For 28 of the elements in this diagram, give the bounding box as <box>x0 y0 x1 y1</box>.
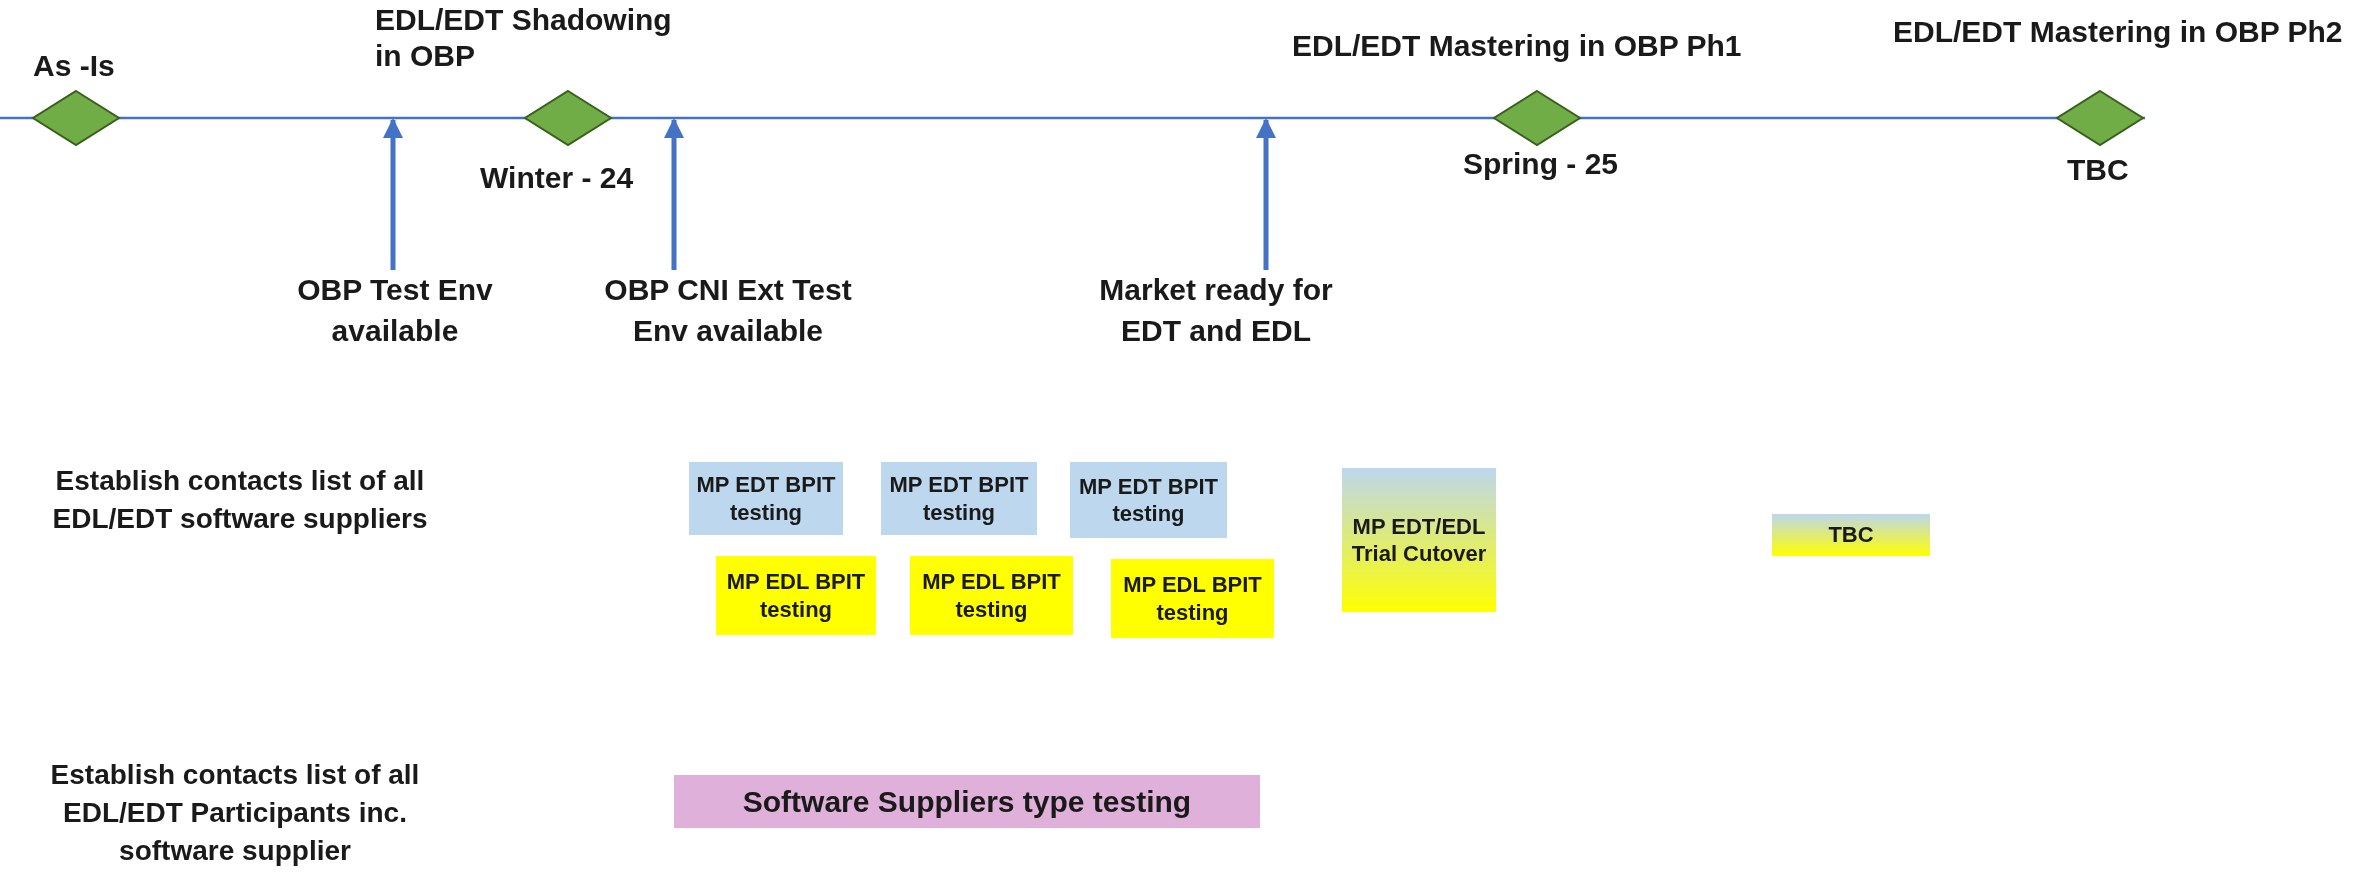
milestone-diamond <box>31 89 121 147</box>
arrow <box>383 118 403 270</box>
milestone-label: EDL/EDT Shadowing in OBP <box>375 2 673 74</box>
milestone-diamond <box>523 89 613 147</box>
row-label: Establish contacts list of all EDL/EDT Participants inc. software supplier <box>49 758 421 868</box>
milestone-diamond <box>2055 89 2145 147</box>
arrow <box>664 118 684 270</box>
task-box: MP EDT BPIT testing <box>881 462 1037 535</box>
milestone-label: TBC <box>2067 152 2129 188</box>
task-box: MP EDT/EDL Trial Cutover <box>1342 468 1496 612</box>
task-box: MP EDL BPIT testing <box>910 556 1073 635</box>
task-box: MP EDT BPIT testing <box>689 462 843 535</box>
task-box: MP EDL BPIT testing <box>716 556 876 635</box>
milestone-label: Winter - 24 <box>480 160 634 196</box>
milestone-note: OBP CNI Ext Test Env available <box>578 270 878 366</box>
arrow <box>1256 118 1276 270</box>
task-box: TBC <box>1772 514 1930 556</box>
task-bar: Software Suppliers type testing <box>674 775 1260 828</box>
milestone-label: EDL/EDT Mastering in OBP Ph2 <box>1893 14 2343 50</box>
task-box: MP EDL BPIT testing <box>1111 559 1274 638</box>
milestone-label: As -Is <box>33 48 115 84</box>
milestone-label: EDL/EDT Mastering in OBP Ph1 <box>1292 28 1742 64</box>
milestone-diamond <box>1492 89 1582 147</box>
task-box: MP EDT BPIT testing <box>1070 462 1227 538</box>
milestone-label: Spring - 25 <box>1463 146 1619 182</box>
milestone-note: OBP Test Env available <box>240 270 550 366</box>
milestone-note: Market ready for EDT and EDL <box>1066 270 1366 366</box>
row-label: Establish contacts list of all EDL/EDT software suppliers <box>51 464 429 536</box>
